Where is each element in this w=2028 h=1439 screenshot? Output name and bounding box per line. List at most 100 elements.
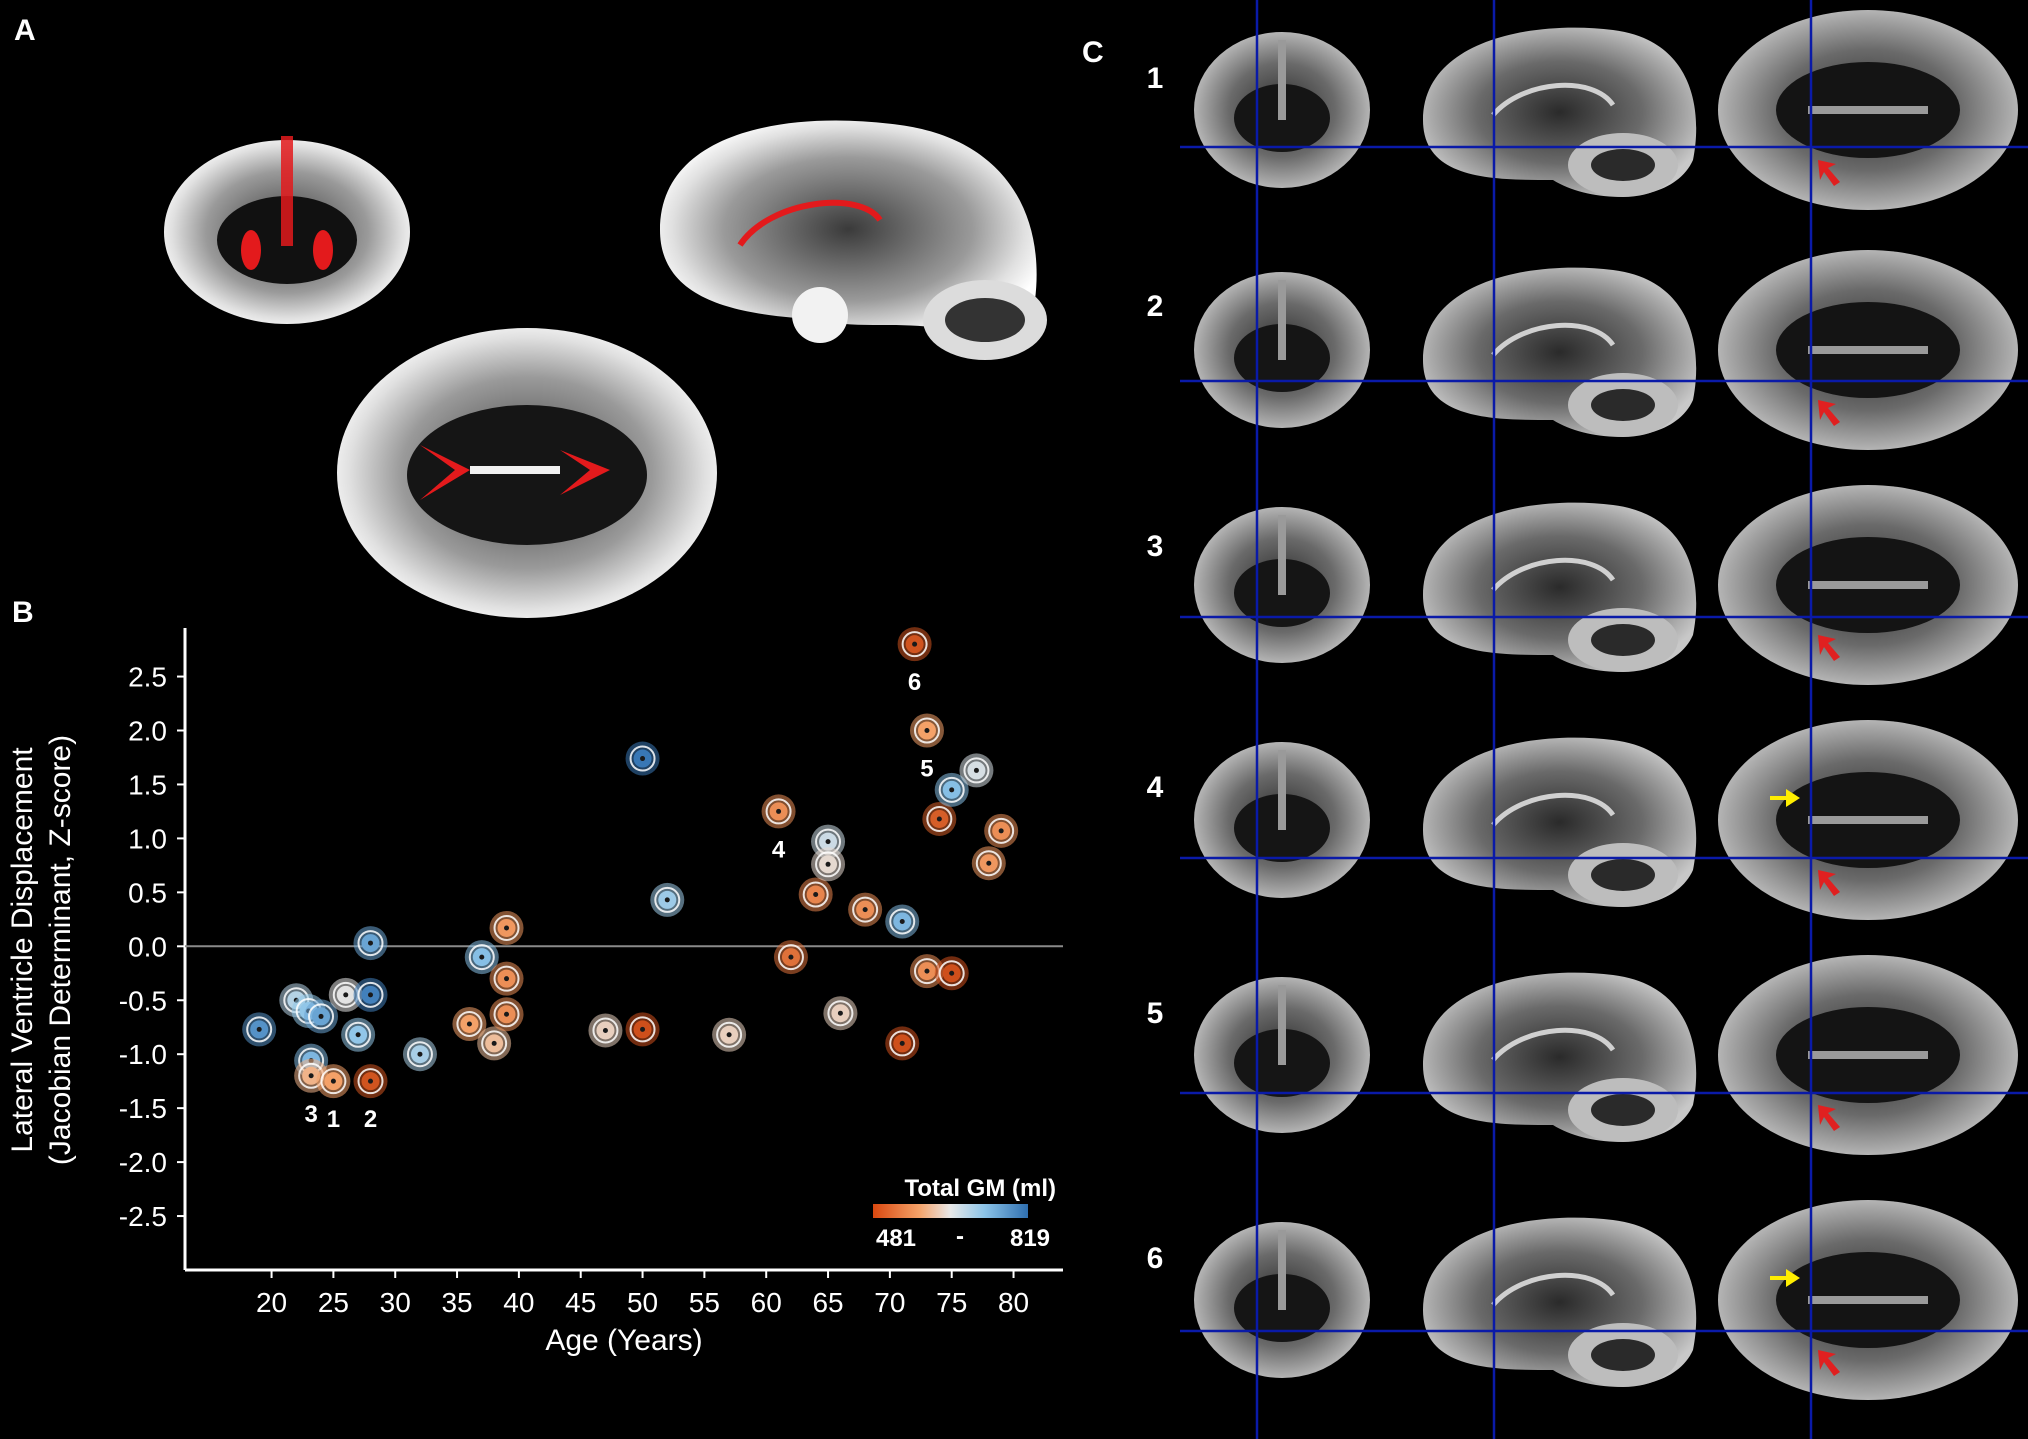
y-tick-label: -1.5 bbox=[119, 1093, 167, 1124]
data-point bbox=[650, 882, 685, 917]
colorbar-mid-label: - bbox=[956, 1223, 964, 1250]
red-arrow-icon bbox=[1818, 870, 1840, 896]
y-tick-label: 2.5 bbox=[128, 662, 167, 693]
x-tick-label: 75 bbox=[936, 1287, 967, 1318]
x-tick-label: 30 bbox=[380, 1287, 411, 1318]
data-point bbox=[934, 956, 969, 991]
x-tick-label: 25 bbox=[318, 1287, 349, 1318]
data-point bbox=[489, 997, 524, 1032]
y-tick-label: 0.0 bbox=[128, 931, 167, 962]
colorbar-min-label: 481 bbox=[876, 1225, 916, 1252]
sagittal-slice bbox=[1423, 1217, 1697, 1387]
y-tick-label: 1.5 bbox=[128, 769, 167, 800]
coronal-slice bbox=[1194, 1222, 1370, 1378]
data-point bbox=[971, 846, 1006, 881]
panel-label-c: C bbox=[1082, 36, 1104, 69]
data-point bbox=[885, 904, 920, 939]
data-point bbox=[909, 954, 944, 989]
yellow-arrow-icon bbox=[1770, 789, 1800, 807]
data-point bbox=[402, 1037, 437, 1072]
panel-c-crosshairs bbox=[1180, 0, 2028, 1439]
x-tick-label: 40 bbox=[503, 1287, 534, 1318]
x-tick-label: 60 bbox=[751, 1287, 782, 1318]
point-label: 3 bbox=[304, 1101, 317, 1128]
data-point bbox=[489, 910, 524, 945]
data-point bbox=[811, 847, 846, 882]
data-point bbox=[712, 1017, 747, 1052]
panel-c-brain-grid bbox=[1194, 10, 2018, 1400]
panel-a-axial-brain bbox=[337, 328, 717, 618]
y-axis-label-line2: (Jacobian Determinant, Z-score) bbox=[44, 735, 77, 1165]
axial-slice bbox=[1718, 955, 2018, 1155]
sagittal-slice bbox=[1423, 267, 1697, 437]
y-tick-label: -1.0 bbox=[119, 1039, 167, 1070]
data-point bbox=[625, 741, 660, 776]
x-tick-label: 45 bbox=[565, 1287, 596, 1318]
y-tick-label: 0.5 bbox=[128, 877, 167, 908]
x-tick-label: 70 bbox=[874, 1287, 905, 1318]
data-point bbox=[341, 1017, 376, 1052]
x-tick-label: 80 bbox=[998, 1287, 1029, 1318]
data-point bbox=[316, 1064, 351, 1099]
data-point bbox=[823, 996, 858, 1031]
sagittal-slice bbox=[1423, 502, 1697, 672]
data-point bbox=[984, 813, 1019, 848]
data-point bbox=[848, 892, 883, 927]
red-arrow-icon bbox=[1818, 635, 1840, 661]
colorbar-title: Total GM (ml) bbox=[904, 1175, 1056, 1202]
x-tick-label: 55 bbox=[689, 1287, 720, 1318]
y-tick-labels: 2.52.01.51.00.50.0-0.5-1.0-1.5-2.0-2.5 bbox=[119, 662, 185, 1232]
point-label: 5 bbox=[920, 756, 933, 783]
y-tick-label: 2.0 bbox=[128, 716, 167, 747]
panel-a-sagittal-brain bbox=[660, 120, 1047, 360]
point-label: 1 bbox=[327, 1106, 340, 1133]
data-point bbox=[353, 926, 388, 961]
data-point bbox=[959, 753, 994, 788]
data-points bbox=[242, 627, 1019, 1099]
data-point bbox=[625, 1012, 660, 1047]
data-point bbox=[922, 801, 957, 836]
axial-slice bbox=[1718, 10, 2018, 210]
data-point bbox=[452, 1006, 487, 1041]
y-axis-label-line1: Lateral Ventricle Displacement bbox=[6, 747, 39, 1153]
panel-label-a: A bbox=[14, 14, 36, 47]
data-point bbox=[773, 940, 808, 975]
data-point bbox=[897, 627, 932, 662]
point-label: 2 bbox=[364, 1106, 377, 1133]
y-tick-label: -0.5 bbox=[119, 985, 167, 1016]
point-label: 6 bbox=[908, 669, 921, 696]
data-point bbox=[909, 713, 944, 748]
scatter-chart: 2.52.01.51.00.50.0-0.5-1.0-1.5-2.0-2.5 2… bbox=[6, 627, 1063, 1357]
data-point bbox=[353, 977, 388, 1012]
row-number-label: 6 bbox=[1147, 1242, 1164, 1275]
y-tick-label: -2.0 bbox=[119, 1147, 167, 1178]
red-arrow-icon bbox=[1818, 160, 1840, 186]
row-number-label: 4 bbox=[1147, 771, 1164, 804]
data-point bbox=[242, 1012, 277, 1047]
x-axis-label: Age (Years) bbox=[545, 1324, 702, 1357]
data-point bbox=[489, 961, 524, 996]
sagittal-slice bbox=[1423, 27, 1697, 197]
row-number-label: 5 bbox=[1147, 997, 1164, 1030]
axial-slice bbox=[1718, 1200, 2018, 1400]
data-point bbox=[761, 794, 796, 829]
coronal-slice bbox=[1194, 742, 1370, 898]
axial-slice bbox=[1718, 250, 2018, 450]
coronal-slice bbox=[1194, 977, 1370, 1133]
panel-label-b: B bbox=[12, 596, 34, 629]
data-point bbox=[353, 1064, 388, 1099]
red-arrow-icon bbox=[1818, 1350, 1840, 1376]
colorbar-gradient bbox=[873, 1204, 1028, 1218]
data-point bbox=[588, 1013, 623, 1048]
x-tick-label: 50 bbox=[627, 1287, 658, 1318]
x-tick-label: 35 bbox=[441, 1287, 472, 1318]
coronal-slice bbox=[1194, 272, 1370, 428]
data-point bbox=[304, 999, 339, 1034]
axial-slice bbox=[1718, 720, 2018, 920]
coronal-slice bbox=[1194, 32, 1370, 188]
axial-slice bbox=[1718, 485, 2018, 685]
data-point bbox=[477, 1026, 512, 1061]
